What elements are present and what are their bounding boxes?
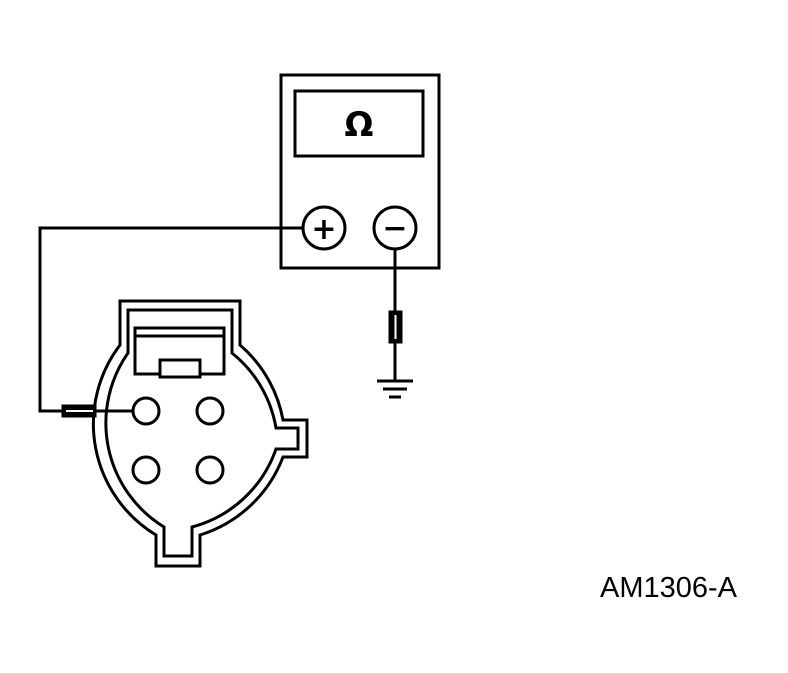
ohmmeter: Ω + −	[279, 73, 441, 270]
connector-pin-4	[195, 455, 225, 485]
connector-lock-latch	[158, 358, 202, 379]
figure-code: AM1306-A	[600, 572, 738, 604]
positive-lead-wire	[38, 226, 303, 413]
ohm-symbol: Ω	[345, 105, 374, 145]
ground-icon	[377, 379, 413, 399]
connector-pin-1	[131, 396, 161, 426]
negative-lead	[377, 249, 413, 399]
connector-pin-3	[131, 455, 161, 485]
connector	[91, 299, 309, 568]
positive-terminal-label: +	[311, 212, 336, 247]
connector-pin-2	[195, 396, 225, 426]
meter-display	[293, 89, 425, 158]
negative-terminal-label: −	[382, 211, 407, 246]
